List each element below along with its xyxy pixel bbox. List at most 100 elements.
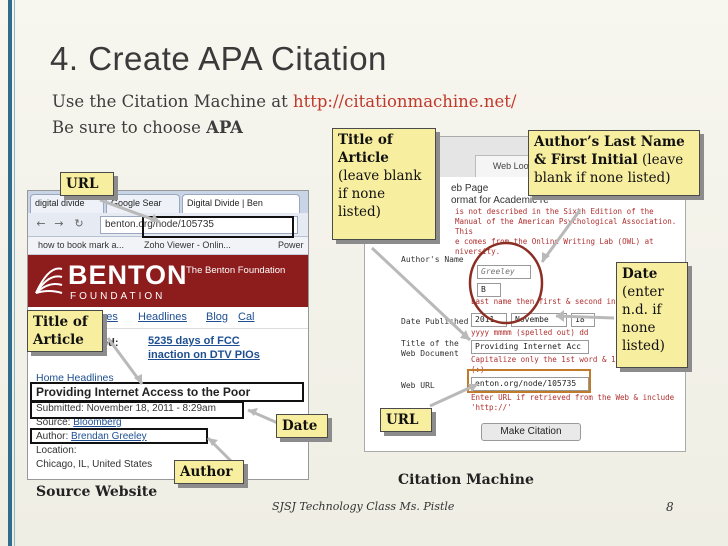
article-submitted: Submitted: November 18, 2011 - 8:29am bbox=[36, 403, 216, 414]
owl-notice: is not described in the Sixth Edition of… bbox=[455, 207, 683, 257]
author-last-name-input[interactable]: Greeley bbox=[477, 265, 531, 279]
article-title: Providing Internet Access to the Poor bbox=[36, 385, 251, 399]
featured-link-line: inaction on DTV PIOs bbox=[148, 349, 260, 361]
title-label: Title of the Web Document bbox=[401, 339, 459, 359]
callout-url-source: URL bbox=[60, 172, 114, 196]
url-highlight-box bbox=[142, 216, 294, 238]
owl-notice-line: is not described in the Sixth Edition of… bbox=[455, 207, 654, 216]
callout-line: (enter bbox=[622, 284, 664, 300]
featured-label: ed: bbox=[102, 337, 119, 349]
url-hint-line: 'http://' bbox=[471, 403, 512, 412]
source-label: Source: bbox=[36, 417, 71, 428]
callout-line: Title of bbox=[33, 314, 88, 330]
tab-label: digital divide bbox=[35, 198, 85, 208]
nav-item-blog[interactable]: Blog bbox=[206, 311, 229, 323]
nav-item-calendar[interactable]: Cal bbox=[238, 311, 255, 323]
home-headlines-link[interactable]: Home Headlines bbox=[36, 372, 114, 384]
date-year-input[interactable]: 2011 bbox=[471, 313, 507, 327]
site-banner: BENTON FOUNDATION The Benton Foundation bbox=[28, 255, 308, 307]
bookmark-item[interactable]: Power bbox=[278, 240, 304, 250]
callout-line: listed) bbox=[338, 204, 381, 220]
benton-logo-icon bbox=[35, 267, 63, 294]
title-hint: Capitalize only the 1st word & 1 (:) bbox=[471, 355, 616, 375]
title-highlight-box bbox=[30, 382, 304, 402]
owl-notice-line: Manual of the American Psychological Ass… bbox=[455, 217, 677, 236]
page-number: 8 bbox=[666, 500, 674, 514]
callout-author-source: Author bbox=[174, 460, 244, 484]
browser-tab[interactable]: digital divide bbox=[30, 194, 104, 213]
bookmarks-bar: how to book mark a... Zoho Viewer - Onli… bbox=[28, 237, 308, 255]
callout-line: none bbox=[622, 320, 656, 336]
article-author: Author: Brendan Greeley bbox=[36, 431, 147, 442]
tab-label: Google Sear bbox=[111, 198, 162, 208]
web-url-input[interactable]: enton.org/node/105735 bbox=[471, 377, 589, 391]
title-hint-line: (:) bbox=[471, 365, 485, 374]
author-name-label: Author's Name bbox=[401, 255, 464, 264]
site-logo-subtext: FOUNDATION bbox=[70, 291, 166, 302]
forward-arrow-icon[interactable]: → bbox=[54, 217, 64, 230]
url-hint-line: Enter URL if retrieved from the Web & in… bbox=[471, 393, 675, 402]
author-label: Author: bbox=[36, 431, 69, 442]
bookmark-item[interactable]: Zoho Viewer - Onlin... bbox=[144, 240, 231, 250]
callout-url-machine: URL bbox=[380, 408, 432, 432]
callout-line: if none bbox=[338, 186, 386, 202]
callout-bold: & First Initial bbox=[534, 152, 638, 168]
callout-date-machine: Date (enter n.d. if none listed) bbox=[616, 262, 688, 368]
featured-link[interactable]: 5235 days of FCC inaction on DTV PIOs bbox=[148, 334, 260, 362]
callout-line: Article bbox=[338, 150, 389, 166]
source-website-screenshot: digital divide Google Sear Digital Divid… bbox=[27, 190, 309, 480]
date-day-input[interactable]: 18 bbox=[571, 313, 595, 327]
article-source: Source: Bloomberg bbox=[36, 417, 122, 428]
owl-notice-line: e comes from the Online Writing Lab (OWL… bbox=[455, 237, 654, 246]
reload-icon[interactable]: ↻ bbox=[74, 217, 84, 230]
tab-label: Digital Divide | Ben bbox=[187, 198, 263, 208]
back-arrow-icon[interactable]: ← bbox=[36, 217, 46, 230]
callout-line: Article bbox=[33, 332, 84, 348]
form-heading-line: ormat for Academic re bbox=[451, 195, 549, 206]
author-link[interactable]: Brendan Greeley bbox=[71, 431, 147, 442]
slide-footer: SJSJ Technology Class Ms. Pistle bbox=[272, 500, 455, 513]
callout-line: Date bbox=[622, 266, 658, 282]
site-tagline: The Benton Foundation bbox=[186, 265, 286, 276]
title-input[interactable]: Providing Internet Acc bbox=[471, 340, 589, 354]
bookmark-item[interactable]: how to book mark a... bbox=[38, 240, 125, 250]
callout-note: (leave bbox=[637, 152, 684, 168]
browser-tab[interactable]: Google Sear bbox=[106, 194, 180, 213]
instruction-text: Use the Citation Machine at bbox=[52, 92, 293, 111]
left-accent-rule-thin bbox=[14, 0, 15, 546]
title-label-line: Web Document bbox=[401, 349, 459, 358]
callout-line: Title of bbox=[338, 132, 393, 148]
owl-notice-line: niversity. bbox=[455, 247, 501, 256]
slide-title: 4. Create APA Citation bbox=[50, 40, 387, 77]
featured-link-line: 5235 days of FCC bbox=[148, 335, 240, 347]
web-url-label: Web URL bbox=[401, 381, 435, 390]
url-hint: Enter URL if retrieved from the Web & in… bbox=[471, 393, 674, 413]
callout-line: & First Initial (leave bbox=[534, 151, 694, 169]
caption-citation-machine: Citation Machine bbox=[398, 472, 534, 488]
callout-line: listed) bbox=[622, 338, 665, 354]
make-citation-button[interactable]: Make Citation bbox=[481, 423, 581, 441]
article-location-label: Location: bbox=[36, 445, 77, 456]
nav-item-headlines[interactable]: Headlines bbox=[138, 311, 187, 323]
browser-tab-active[interactable]: Digital Divide | Ben bbox=[182, 194, 300, 213]
date-highlight-box bbox=[30, 401, 244, 419]
author-initial-input[interactable]: B bbox=[477, 283, 501, 297]
form-heading-line: eb Page bbox=[451, 183, 489, 194]
callout-line: (leave blank bbox=[338, 168, 422, 184]
title-hint-line: Capitalize only the 1st word & 1 bbox=[471, 355, 616, 364]
form-heading: eb Page ormat for Academic re bbox=[451, 183, 549, 207]
date-month-input[interactable]: Novembe bbox=[511, 313, 567, 327]
callout-title-source: Title of Article bbox=[27, 310, 103, 352]
site-logo-text: BENTON bbox=[68, 260, 188, 290]
instruction-text: Be sure to choose bbox=[52, 118, 207, 137]
source-link[interactable]: Bloomberg bbox=[73, 417, 122, 428]
date-hint: yyyy mmmm (spelled out) dd bbox=[471, 328, 589, 337]
author-highlight-box bbox=[30, 428, 208, 444]
callout-line: blank if none listed) bbox=[534, 170, 671, 186]
left-accent-rule bbox=[8, 0, 12, 546]
callout-date-source: Date bbox=[276, 414, 328, 438]
citation-machine-link[interactable]: http://citationmachine.net/ bbox=[292, 92, 517, 111]
title-label-line: Title of the bbox=[401, 339, 459, 348]
author-hint: Last name then first & second initi bbox=[471, 297, 630, 306]
